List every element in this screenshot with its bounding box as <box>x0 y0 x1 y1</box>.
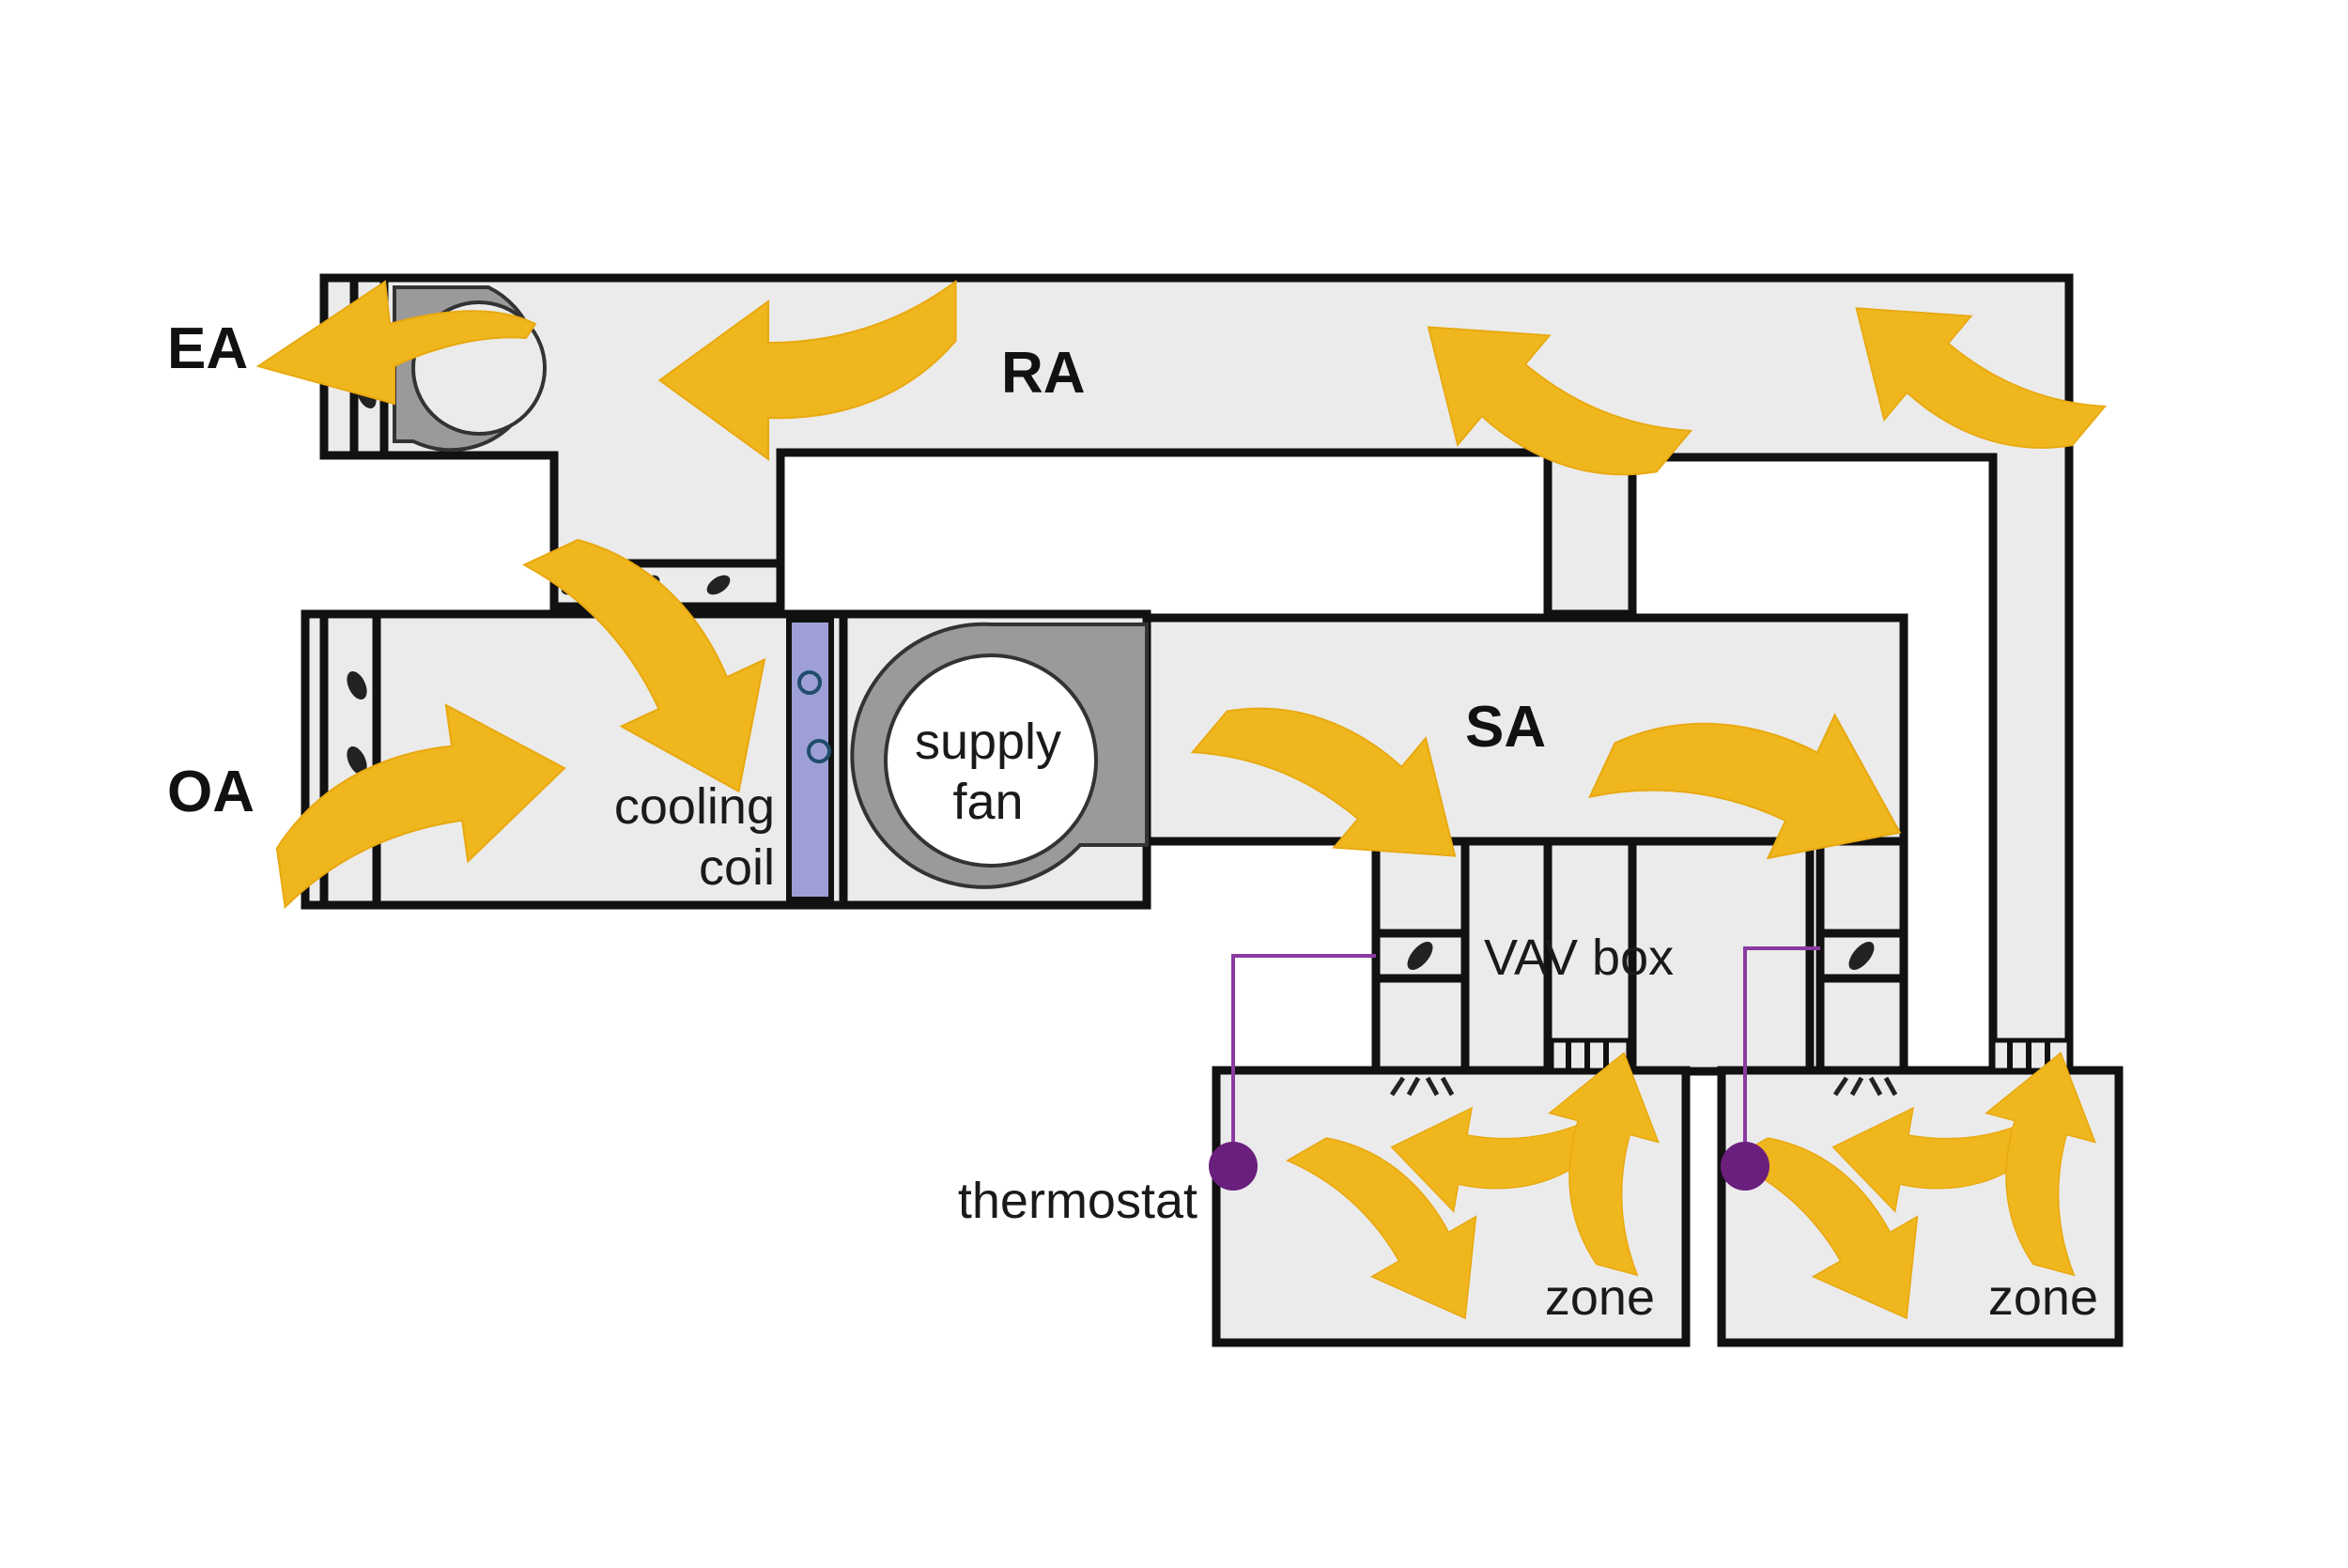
label-zone-left: zone <box>1545 1269 1655 1326</box>
label-cooling-coil-line2: coil <box>699 839 775 896</box>
ductwork <box>301 273 2124 1347</box>
diffuser-icon <box>1832 1076 1898 1097</box>
label-ea: EA <box>167 316 248 381</box>
thermostat-right <box>1721 946 1820 1191</box>
label-zone-right: zone <box>1988 1269 2098 1326</box>
labels: EA RA OA SA cooling coil supply fan VAV … <box>167 316 2098 1326</box>
label-supply-fan-line2: fan <box>952 774 1023 830</box>
label-supply-fan-line1: supply <box>915 714 1061 770</box>
supply-fan-icon <box>850 622 1149 889</box>
label-vav-box: VAV box <box>1484 930 1674 986</box>
damper-icon <box>1407 942 1433 970</box>
vav-damper-right <box>1815 929 1908 983</box>
cooling-coil-icon <box>786 614 848 905</box>
diffuser-icon <box>1389 1076 1455 1097</box>
damper-icon <box>1848 942 1875 970</box>
airflow-arrows <box>255 242 2130 1357</box>
thermostat-icon <box>1721 1142 1769 1191</box>
label-sa: SA <box>1465 695 1546 760</box>
airflow-arrow-icon <box>255 280 537 406</box>
label-oa: OA <box>167 760 255 824</box>
thermostat-icon <box>1209 1142 1258 1191</box>
label-thermostat: thermostat <box>958 1173 1197 1229</box>
label-ra: RA <box>1001 341 1086 406</box>
label-cooling-coil-line1: cooling <box>614 778 775 835</box>
vav-damper-left <box>1371 929 1470 983</box>
thermostat-left <box>1209 954 1376 1191</box>
